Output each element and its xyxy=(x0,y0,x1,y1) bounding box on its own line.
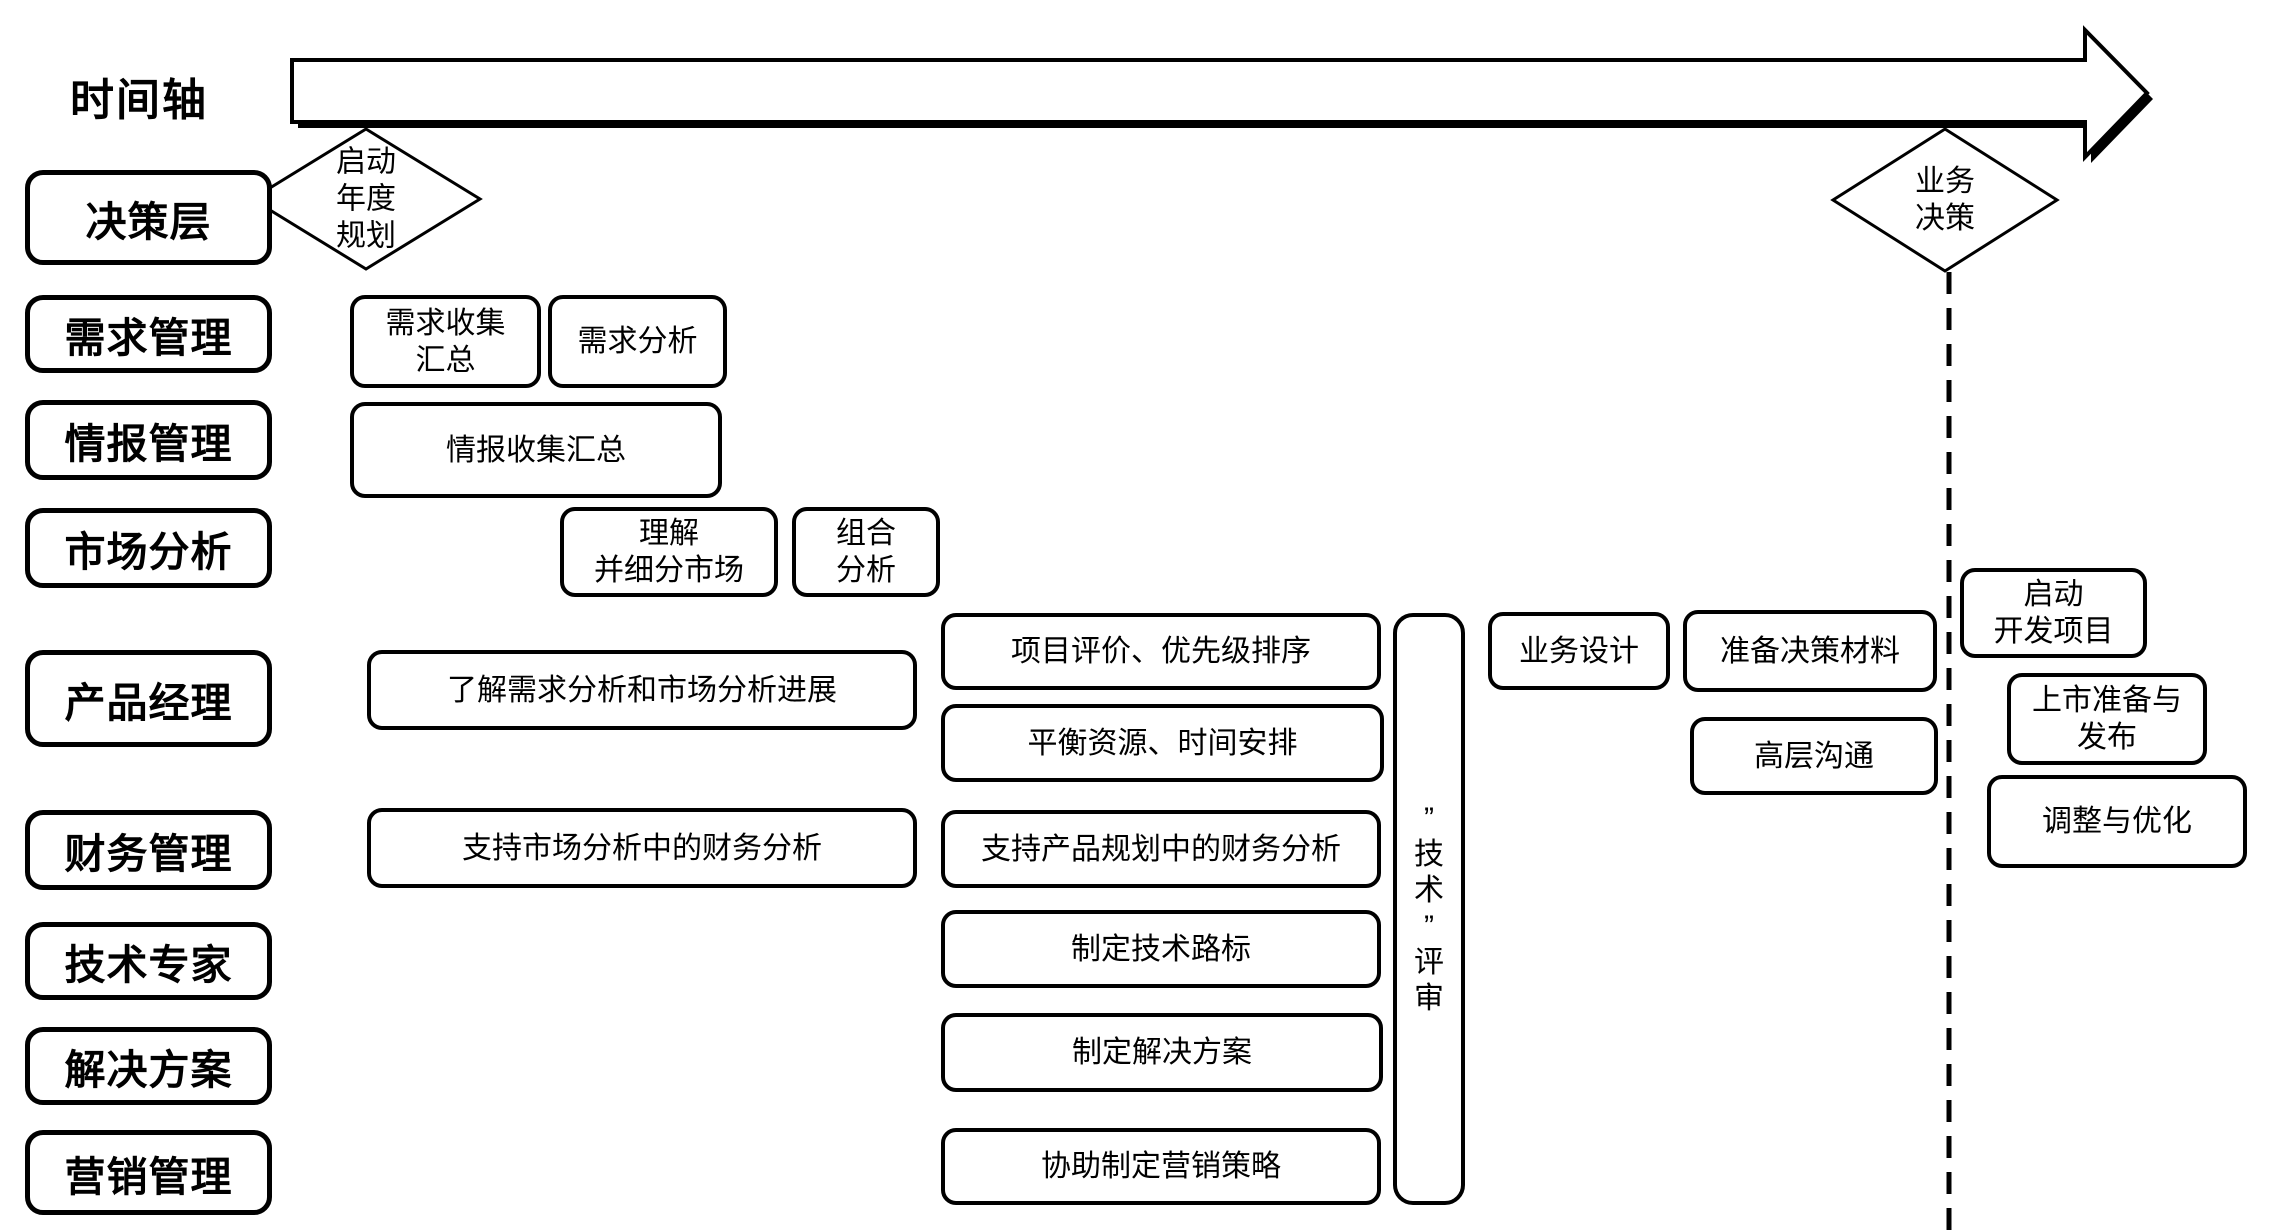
activity-portfolio-analysis: 组合分析 xyxy=(792,507,940,597)
role-tech-expert: 技术专家 xyxy=(25,922,272,1000)
activity-develop-solution: 制定解决方案 xyxy=(941,1013,1383,1092)
activity-assist-marketing-strategy: 协助制定营销策略 xyxy=(941,1128,1381,1205)
activity-start-dev-project: 启动开发项目 xyxy=(1960,568,2147,658)
milestone-start-annual-planning-shape xyxy=(249,127,483,271)
activity-executive-communication: 高层沟通 xyxy=(1690,717,1938,795)
activity-track-req-market-progress: 了解需求分析和市场分析进展 xyxy=(367,650,917,730)
role-market-analysis: 市场分析 xyxy=(25,508,272,588)
role-solution: 解决方案 xyxy=(25,1027,272,1105)
role-requirements-mgmt: 需求管理 xyxy=(25,295,272,373)
timeline-arrow xyxy=(290,25,2150,162)
role-product-manager: 产品经理 xyxy=(25,650,272,747)
activity-support-finance-market-analysis: 支持市场分析中的财务分析 xyxy=(367,808,917,888)
role-intelligence-mgmt: 情报管理 xyxy=(25,400,272,480)
activity-project-evaluation-priority: 项目评价、优先级排序 xyxy=(941,613,1381,690)
activity-balance-resources-schedule: 平衡资源、时间安排 xyxy=(941,704,1384,782)
activity-prepare-decision-materials: 准备决策材料 xyxy=(1683,610,1937,692)
activity-req-collection: 需求收集汇总 xyxy=(350,295,541,388)
activity-understand-segment-market: 理解并细分市场 xyxy=(560,507,778,597)
activity-adjust-optimize: 调整与优化 xyxy=(1987,775,2247,868)
milestone-business-decision-shape xyxy=(1830,127,2060,273)
activity-intel-collection: 情报收集汇总 xyxy=(350,402,722,498)
activity-support-finance-product-plan: 支持产品规划中的财务分析 xyxy=(941,810,1381,888)
milestone-business-decision-label: 业务决策 xyxy=(1915,165,1975,235)
tech-review-bar: ”技术”评审 xyxy=(1393,613,1465,1205)
role-marketing-mgmt: 营销管理 xyxy=(25,1130,272,1215)
activity-tech-roadmap: 制定技术路标 xyxy=(941,910,1381,988)
activity-business-design: 业务设计 xyxy=(1488,612,1670,690)
milestone-start-annual-planning-label: 启动年度规划 xyxy=(336,145,396,253)
role-finance-mgmt: 财务管理 xyxy=(25,810,272,890)
role-decision-board: 决策层 xyxy=(25,170,272,265)
timeline-axis-label: 时间轴 xyxy=(70,76,208,125)
activity-req-analysis: 需求分析 xyxy=(548,295,727,388)
activity-launch-prep-release: 上市准备与发布 xyxy=(2007,673,2207,765)
